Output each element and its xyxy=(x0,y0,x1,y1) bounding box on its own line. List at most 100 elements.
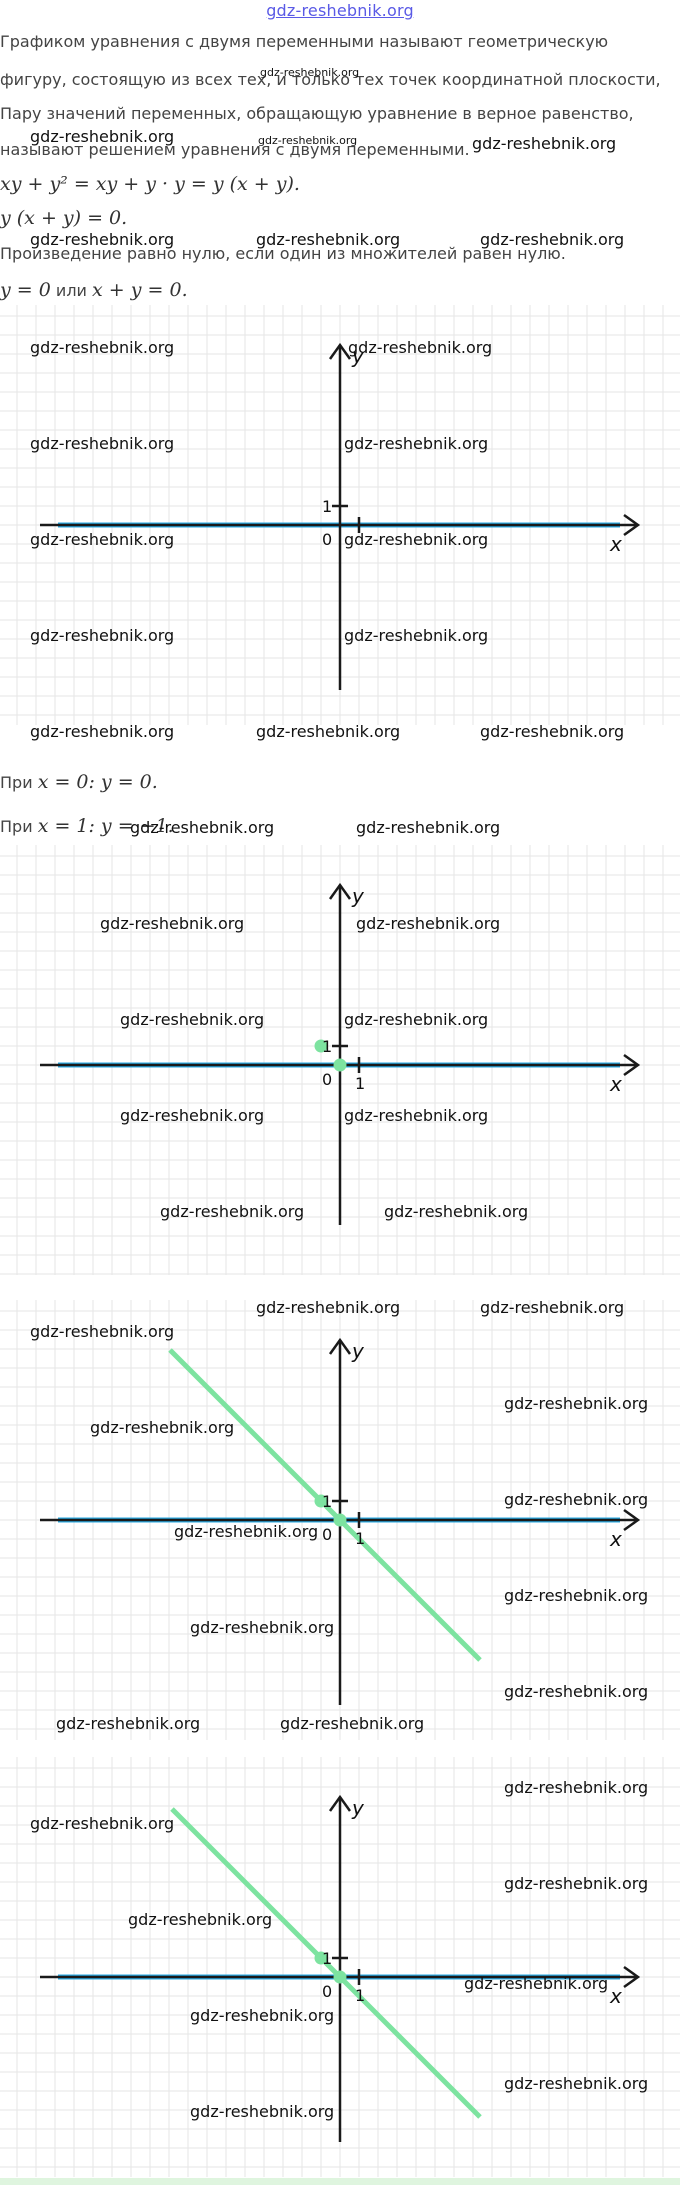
origin-label: 0 xyxy=(322,1070,332,1089)
y-unit-label: 1 xyxy=(322,1492,332,1511)
watermark: gdz-reshebnik.org xyxy=(128,1910,273,1929)
watermark: gdz-reshebnik.org xyxy=(356,818,501,837)
watermark: gdz-reshebnik.org xyxy=(344,530,489,549)
case-2: При x = 1: y = −1. xyxy=(0,816,174,837)
x-unit-label: 1 xyxy=(355,1986,365,2005)
watermark: gdz-reshebnik.org xyxy=(348,338,493,357)
watermark: gdz-reshebnik.org xyxy=(190,2102,335,2121)
y-axis-arrow xyxy=(328,1794,352,1812)
equation-2: y (x + y) = 0. xyxy=(0,207,128,229)
origin-label: 0 xyxy=(322,530,332,549)
watermark: gdz-reshebnik.org xyxy=(120,1106,265,1125)
watermark: gdz-reshebnik.org xyxy=(190,2006,335,2025)
x-axis-label: x xyxy=(609,1072,622,1096)
watermark: gdz-reshebnik.org xyxy=(504,1490,649,1509)
paragraph-line-3: Пару значений переменных, обращающую ура… xyxy=(0,104,634,123)
watermark: gdz-reshebnik.org xyxy=(30,127,175,146)
case-2-prefix: При xyxy=(0,817,33,836)
x-axis-arrow xyxy=(623,513,641,537)
paragraph-line-1: Графиком уравнения с двумя переменными н… xyxy=(0,32,609,51)
equation-3-right: x + y = 0. xyxy=(92,279,188,301)
y-axis-arrow xyxy=(328,882,352,900)
point xyxy=(314,1951,328,1965)
watermark: gdz-reshebnik.org xyxy=(256,1298,401,1317)
x-unit-label: 1 xyxy=(355,1529,365,1548)
x-axis-arrow xyxy=(623,1508,641,1532)
watermark: gdz-reshebnik.org xyxy=(30,434,175,453)
bottom-bar xyxy=(0,2178,680,2185)
watermark: gdz-reshebnik.org xyxy=(30,530,175,549)
watermark: gdz-reshebnik.org xyxy=(504,1874,649,1893)
equation-3: y = 0 или x + y = 0. xyxy=(0,280,188,301)
site-link[interactable]: gdz-reshebnik.org xyxy=(266,1,414,20)
paragraph-line-2: фигуру, состоящую из всех тех, и только … xyxy=(0,70,661,89)
x-axis-label: x xyxy=(609,532,622,556)
case-1-prefix: При xyxy=(0,773,33,792)
equation-3-left: y = 0 xyxy=(0,279,51,301)
y-unit-label: 1 xyxy=(322,1949,332,1968)
y-axis-label: y xyxy=(351,1339,365,1363)
watermark: gdz-reshebnik.org xyxy=(504,1394,649,1413)
watermark: gdz-reshebnik.org xyxy=(90,1418,235,1437)
watermark: gdz-reshebnik.org xyxy=(30,722,175,741)
watermark: gdz-reshebnik.org xyxy=(100,914,245,933)
watermark: gdz-reshebnik.org xyxy=(280,1714,425,1733)
watermark: gdz-reshebnik.org xyxy=(504,1586,649,1605)
paragraph-line-5: Произведение равно нулю, если один из мн… xyxy=(0,244,566,263)
x-axis-arrow xyxy=(623,1053,641,1077)
point xyxy=(333,1058,347,1072)
watermark: gdz-reshebnik.org xyxy=(130,818,275,837)
watermark: gdz-reshebnik.org xyxy=(160,1202,305,1221)
case-1-math: x = 0: y = 0. xyxy=(37,771,158,793)
watermark: gdz-reshebnik.org xyxy=(344,1106,489,1125)
watermark: gdz-reshebnik.org xyxy=(30,338,175,357)
case-1: При x = 0: y = 0. xyxy=(0,772,158,793)
watermark: gdz-reshebnik.org xyxy=(56,1714,201,1733)
watermark: gdz-reshebnik.org xyxy=(120,1010,265,1029)
watermark: gdz-reshebnik.org xyxy=(190,1618,335,1637)
x-axis-arrow xyxy=(623,1965,641,1989)
watermark: gdz-reshebnik.org xyxy=(344,1010,489,1029)
watermark: gdz-reshebnik.org xyxy=(480,230,625,249)
y-axis-label: y xyxy=(351,1796,365,1820)
equation-3-or: или xyxy=(55,281,87,300)
watermark: gdz-reshebnik.org xyxy=(344,626,489,645)
watermark: gdz-reshebnik.org xyxy=(256,230,401,249)
watermark: gdz-reshebnik.org xyxy=(480,1298,625,1317)
y-axis-arrow xyxy=(328,342,352,360)
watermark: gdz-reshebnik.org xyxy=(464,1974,609,1993)
y-axis-label: y xyxy=(351,884,365,908)
watermark: gdz-reshebnik.org xyxy=(30,1814,175,1833)
y-unit-label: 1 xyxy=(322,1037,332,1056)
watermark: gdz-reshebnik.org xyxy=(174,1522,319,1541)
watermark: gdz-reshebnik.org xyxy=(480,722,625,741)
watermark: gdz-reshebnik.org xyxy=(384,1202,529,1221)
point xyxy=(314,1494,328,1508)
paragraph-line-4: называют решением уравнения с двумя пере… xyxy=(0,140,470,159)
x-unit-label: 1 xyxy=(355,1074,365,1093)
equation-1: xy + y² = xy + y · y = y (x + y). xyxy=(0,173,300,195)
x-axis-label: x xyxy=(609,1984,622,2008)
point xyxy=(314,1039,328,1053)
watermark: gdz-reshebnik.org xyxy=(472,134,617,153)
watermark: gdz-reshebnik.org xyxy=(504,1778,649,1797)
graph-2: y x 0 1 1 xyxy=(0,845,680,1275)
watermark: gdz-reshebnik.org xyxy=(30,626,175,645)
watermark: gdz-reshebnik.org xyxy=(356,914,501,933)
line-y-equals-minus-x xyxy=(170,1807,482,2119)
watermark: gdz-reshebnik.org xyxy=(30,230,175,249)
y-unit-label: 1 xyxy=(322,497,332,516)
point xyxy=(333,1513,347,1527)
watermark: gdz-reshebnik.org xyxy=(256,722,401,741)
watermark: gdz-reshebnik.org xyxy=(260,66,360,79)
point xyxy=(333,1970,347,1984)
watermark: gdz-reshebnik.org xyxy=(504,2074,649,2093)
watermark: gdz-reshebnik.org xyxy=(344,434,489,453)
graph-2-svg: y x 0 1 1 xyxy=(0,845,680,1275)
